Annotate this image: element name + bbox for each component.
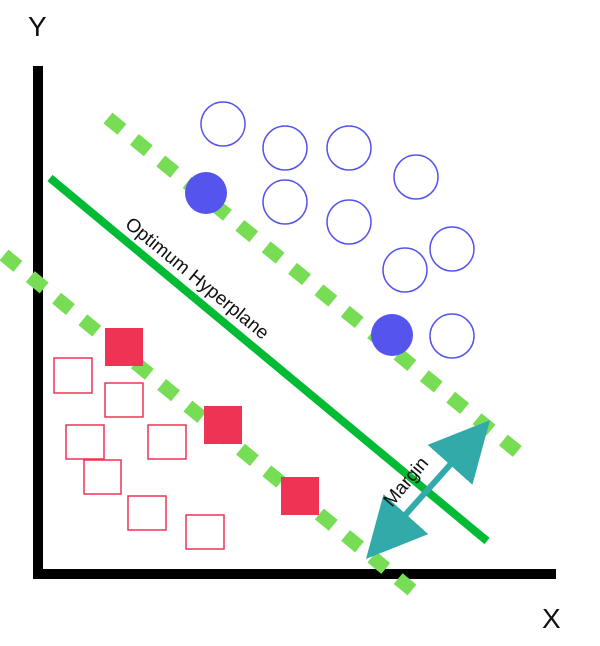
square-point (83, 459, 122, 495)
circle-point (200, 101, 246, 147)
square-point (104, 382, 144, 418)
upper-margin-line (103, 112, 523, 458)
x-axis-label: X (542, 603, 561, 634)
circle-support-vector (185, 172, 227, 214)
circle-class-points (200, 101, 475, 359)
square-support-vector (105, 328, 143, 366)
circle-point (326, 125, 372, 171)
circle-point (429, 313, 475, 359)
square-point (53, 357, 93, 394)
square-point (147, 424, 187, 460)
square-class-points (53, 357, 225, 550)
circle-point (262, 125, 308, 171)
circle-point (326, 199, 372, 245)
square-support-vector (204, 406, 242, 444)
margin-arrow (366, 420, 490, 559)
circle-support-vectors (185, 172, 413, 356)
y-axis-label: Y (28, 11, 47, 42)
square-point (127, 495, 167, 531)
square-support-vectors (105, 328, 319, 515)
square-point (185, 514, 225, 550)
circle-support-vector (371, 314, 413, 356)
circle-point (393, 154, 439, 200)
circle-point (429, 226, 475, 272)
square-point (65, 424, 105, 460)
square-support-vector (281, 477, 319, 515)
circle-point (262, 179, 308, 225)
circle-point (382, 247, 428, 293)
